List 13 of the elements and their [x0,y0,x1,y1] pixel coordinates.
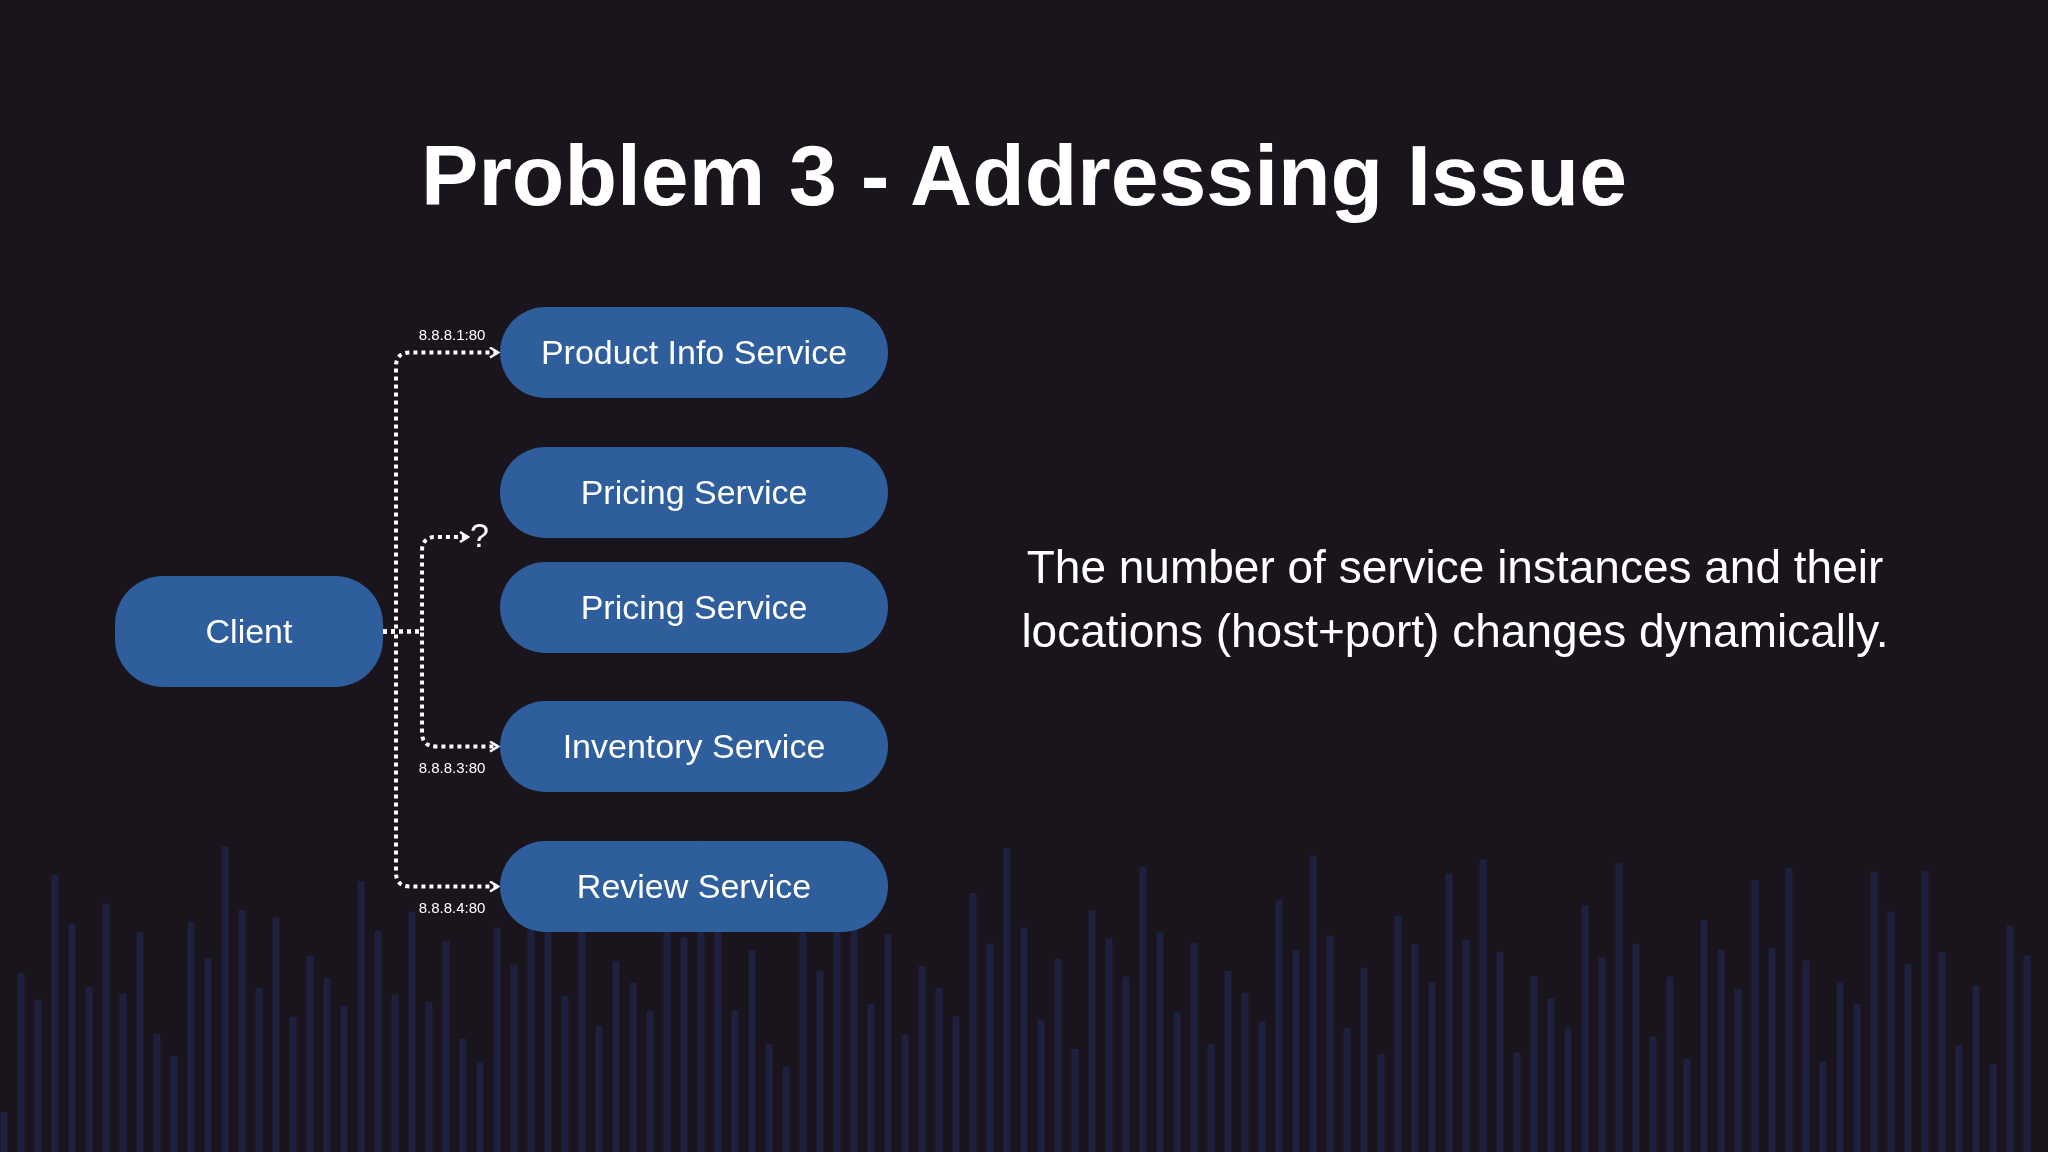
service-pill: Product Info Service [500,307,888,398]
edge-label: 8.8.8.1:80 [418,327,486,342]
edge-label: 8.8.8.3:80 [418,760,486,775]
service-pill: Inventory Service [500,701,888,792]
service-pill: Review Service [500,841,888,932]
service-pill: Pricing Service [500,447,888,538]
dotted-arrow [383,629,500,893]
edge-label: 8.8.8.4:80 [418,900,486,915]
service-pill: Pricing Service [500,562,888,653]
question-mark: ? [470,518,489,552]
client-pill: Client [115,576,383,687]
title: Problem 3 - Addressing Issue [420,128,1628,223]
description-text: The number of service instances and their locations (host+port) changes dynamically. [1020,540,1890,659]
